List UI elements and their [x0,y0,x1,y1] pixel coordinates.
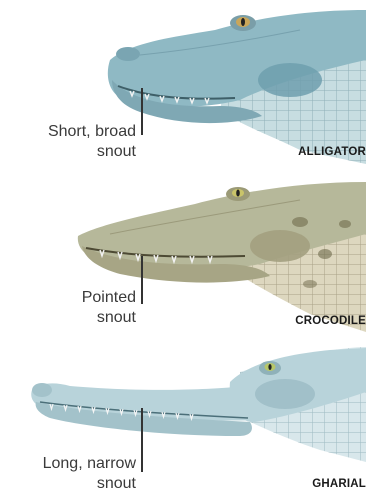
gharial-label: GHARIAL [312,478,366,490]
crocodile-caption-line2: snout [0,308,136,328]
crocodile-pointer-line [141,256,143,304]
alligator-panel: Short, broad snout ALLIGATOR [0,0,366,164]
gharial-caption-line1: Long, narrow [0,454,136,474]
alligator-caption: Short, broad snout [0,122,136,162]
alligator-caption-line2: snout [0,142,136,162]
alligator-label: ALLIGATOR [298,146,366,158]
crocodile-panel: Pointed snout CROCODILE [0,164,366,332]
gharial-panel: Long, narrow snout GHARIAL [0,332,366,492]
crocodile-label: CROCODILE [295,315,366,327]
alligator-caption-line1: Short, broad [0,122,136,142]
gharial-caption-line2: snout [0,474,136,494]
gharial-caption: Long, narrow snout [0,454,136,494]
crocodile-caption-line1: Pointed [0,288,136,308]
alligator-pointer-line [141,88,143,135]
crocodile-caption: Pointed snout [0,288,136,328]
gharial-pointer-line [141,408,143,472]
